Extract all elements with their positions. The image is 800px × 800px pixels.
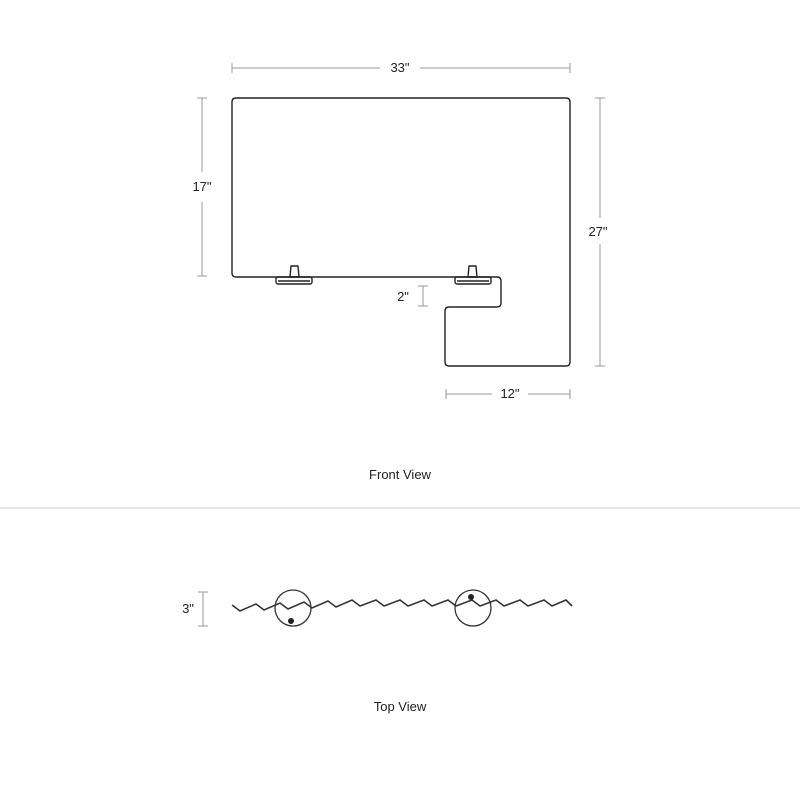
dim-label-overall-width: 33" [390, 60, 409, 75]
panel-outline [231, 97, 571, 367]
top-view-caption: Top View [374, 699, 427, 714]
corrugated-panel-profile [231, 599, 573, 612]
dim-foot-width: 12" [445, 386, 571, 401]
dim-label-foot-width: 12" [500, 386, 519, 401]
top-view: 3" Top View [182, 589, 573, 714]
dim-overall-height: 27" [588, 97, 608, 367]
dim-gap: 2" [397, 285, 428, 307]
front-view-caption: Front View [369, 467, 432, 482]
dim-label-depth: 3" [182, 601, 194, 616]
dim-label-overall-height: 27" [588, 224, 607, 239]
dim-depth: 3" [182, 591, 208, 627]
front-view: 33" 17" 27" 2" [192, 60, 607, 482]
right-clamp-top [454, 589, 492, 627]
dim-overall-width: 33" [231, 60, 571, 75]
dim-label-gap: 2" [397, 289, 409, 304]
right-clamp-foot [454, 265, 492, 285]
dim-panel-height: 17" [192, 97, 212, 277]
left-clamp-foot [275, 265, 313, 285]
dim-label-panel-height: 17" [192, 179, 211, 194]
left-clamp-top [274, 589, 312, 627]
